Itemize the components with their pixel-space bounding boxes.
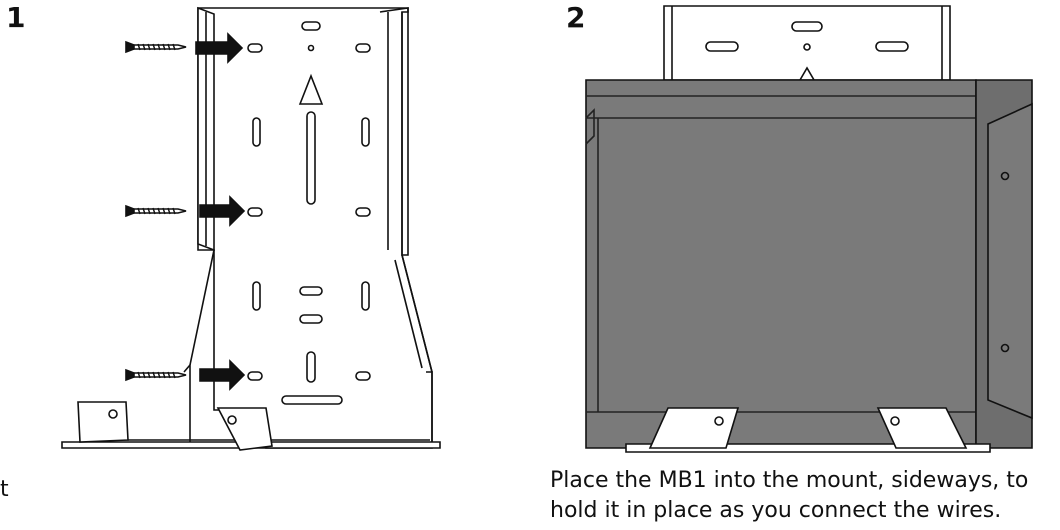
bracket-right-flange	[379, 7, 409, 256]
step-2-illustration	[585, 5, 1033, 453]
screw-top	[125, 40, 187, 54]
arrow-top	[195, 32, 244, 64]
step-2-caption-line-2: hold it in place as you connect the wire…	[550, 498, 1002, 523]
arrow-middle	[199, 195, 246, 227]
step-2-caption: Place the MB1 into the mount, sideways, …	[550, 466, 1055, 526]
screw-middle	[125, 204, 187, 218]
step-2-caption-line-1: Place the MB1 into the mount, sideways, …	[550, 468, 1029, 493]
device-body	[585, 79, 977, 449]
bracket-front-lip	[77, 401, 129, 443]
step-1-caption-fragment: t	[0, 477, 9, 502]
mount-foot-right	[876, 407, 968, 449]
step-1-number: 1	[6, 1, 26, 34]
step-2-number: 2	[566, 1, 586, 34]
arrow-bottom	[199, 359, 246, 391]
screw-bottom	[125, 368, 187, 382]
step-1-illustration	[61, 6, 441, 451]
bracket-triangle	[298, 73, 324, 105]
